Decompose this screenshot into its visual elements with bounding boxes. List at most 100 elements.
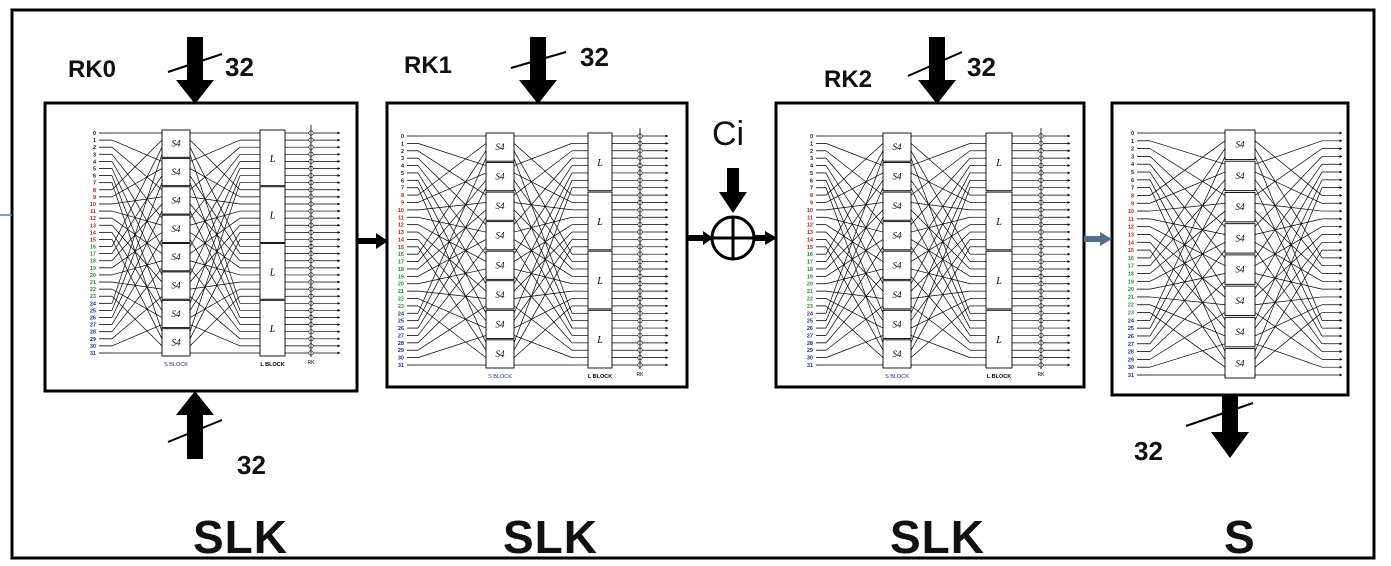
bit-index-label: 15 xyxy=(398,245,404,251)
bit-index-label: 8 xyxy=(93,188,96,194)
sbox-label: S4 xyxy=(1236,233,1246,243)
rk-caption: RK xyxy=(1038,372,1046,378)
bit-index-label: 14 xyxy=(1128,240,1135,246)
bit-index-label: 9 xyxy=(93,195,96,201)
bit-index-label: 15 xyxy=(90,237,96,243)
bit-index-label: 16 xyxy=(807,252,813,258)
input-arrow xyxy=(168,391,222,459)
sbox-label: S4 xyxy=(172,167,182,177)
bit-index-label: 5 xyxy=(1131,170,1134,176)
lbox-label: L xyxy=(269,211,276,222)
key-label-rk0: RK0 xyxy=(68,56,116,84)
s-block-caption: S BLOCK xyxy=(885,374,909,380)
stage-label-2: SLK xyxy=(890,510,985,564)
bit-index-label: 12 xyxy=(398,223,404,229)
l-block-caption: L BLOCK xyxy=(987,374,1011,380)
bit-index-label: 7 xyxy=(1131,186,1134,192)
bit-index-label: 28 xyxy=(398,341,404,347)
bit-index-label: 11 xyxy=(1128,217,1134,223)
bit-index-label: 11 xyxy=(90,209,96,215)
bit-index-label: 0 xyxy=(1131,131,1134,137)
connector-1-xor xyxy=(687,231,713,245)
bit-index-label: 8 xyxy=(1131,193,1134,199)
bit-index-label: 29 xyxy=(807,348,813,354)
bit-index-label: 21 xyxy=(1128,295,1134,301)
bit-index-label: 1 xyxy=(93,138,96,144)
bit-index-label: 25 xyxy=(1128,326,1134,332)
lbox-label: L xyxy=(269,267,276,278)
bit-index-label: 20 xyxy=(398,282,404,288)
bit-index-label: 12 xyxy=(90,216,96,222)
bit-index-label: 7 xyxy=(810,186,813,192)
sbox-label: S4 xyxy=(172,252,182,262)
bit-index-label: 14 xyxy=(90,230,97,236)
bit-index-label: 22 xyxy=(1128,303,1134,309)
bit-index-label: 30 xyxy=(807,356,813,362)
ci-arrow xyxy=(719,168,747,213)
rk1-arrow xyxy=(511,37,566,104)
bit-index-label: 13 xyxy=(1128,232,1134,238)
bit-index-label: 21 xyxy=(90,280,96,286)
bit-index-label: 20 xyxy=(807,282,813,288)
sbox-label: S4 xyxy=(496,201,506,211)
lbox-label: L xyxy=(995,158,1002,169)
sbox-label: S4 xyxy=(496,260,506,270)
bit-index-label: 31 xyxy=(90,351,96,357)
bit-index-label: 7 xyxy=(93,181,96,187)
lbox-label: L xyxy=(596,217,603,228)
sbox-label: S4 xyxy=(893,290,903,300)
bit-index-label: 10 xyxy=(1128,209,1134,215)
sbox-label: S4 xyxy=(893,201,903,211)
bit-index-label: 31 xyxy=(1128,373,1134,379)
bit-index-label: 28 xyxy=(90,330,96,336)
bit-index-label: 13 xyxy=(807,230,813,236)
sbox-label: S4 xyxy=(496,142,506,152)
rk2-arrow xyxy=(908,37,962,104)
sbox-label: S4 xyxy=(172,139,182,149)
bit-index-label: 20 xyxy=(90,273,96,279)
sbox-label: S4 xyxy=(1236,202,1246,212)
sbox-label: S4 xyxy=(893,172,903,182)
bit-index-label: 28 xyxy=(1128,350,1134,356)
sbox-label: S4 xyxy=(496,290,506,300)
bit-index-label: 0 xyxy=(401,134,404,140)
connector-0-1 xyxy=(357,233,388,249)
bit-index-label: 18 xyxy=(398,267,404,273)
bit-index-label: 14 xyxy=(398,237,405,243)
connector-2-3 xyxy=(1084,232,1112,246)
bit-index-label: 27 xyxy=(807,333,813,339)
bit-index-label: 26 xyxy=(1128,334,1134,340)
bit-index-label: 29 xyxy=(90,337,96,343)
bus-width-rk1: 32 xyxy=(580,42,609,73)
bit-index-label: 29 xyxy=(1128,357,1134,363)
sbox-label: S4 xyxy=(1236,171,1246,181)
bit-index-label: 25 xyxy=(807,319,813,325)
bit-index-label: 15 xyxy=(1128,248,1134,254)
stage-label-0: SLK xyxy=(193,510,288,564)
bit-index-label: 27 xyxy=(1128,342,1134,348)
bit-index-label: 24 xyxy=(90,301,97,307)
sbox-label: S4 xyxy=(496,172,506,182)
sbox-label: S4 xyxy=(893,260,903,270)
bit-index-label: 24 xyxy=(807,311,814,317)
bit-index-label: 19 xyxy=(398,274,404,280)
lbox-label: L xyxy=(995,335,1002,346)
bit-index-label: 2 xyxy=(810,149,813,155)
bit-index-label: 19 xyxy=(807,274,813,280)
bit-index-label: 0 xyxy=(810,134,813,140)
output-arrow xyxy=(1186,396,1253,458)
bit-index-label: 3 xyxy=(810,156,813,162)
sbox-label: S4 xyxy=(1236,265,1246,275)
lbox-label: L xyxy=(269,154,276,165)
bit-index-label: 19 xyxy=(90,266,96,272)
bus-width-output: 32 xyxy=(1134,436,1163,467)
bus-width-rk0: 32 xyxy=(225,52,254,83)
bit-index-label: 17 xyxy=(90,252,96,258)
bit-index-label: 23 xyxy=(398,304,404,310)
key-label-rk1: RK1 xyxy=(404,52,452,80)
bit-index-label: 18 xyxy=(807,267,813,273)
bit-index-label: 17 xyxy=(807,260,813,266)
bit-index-label: 10 xyxy=(90,202,96,208)
bit-index-label: 26 xyxy=(807,326,813,332)
bit-index-label: 27 xyxy=(398,333,404,339)
